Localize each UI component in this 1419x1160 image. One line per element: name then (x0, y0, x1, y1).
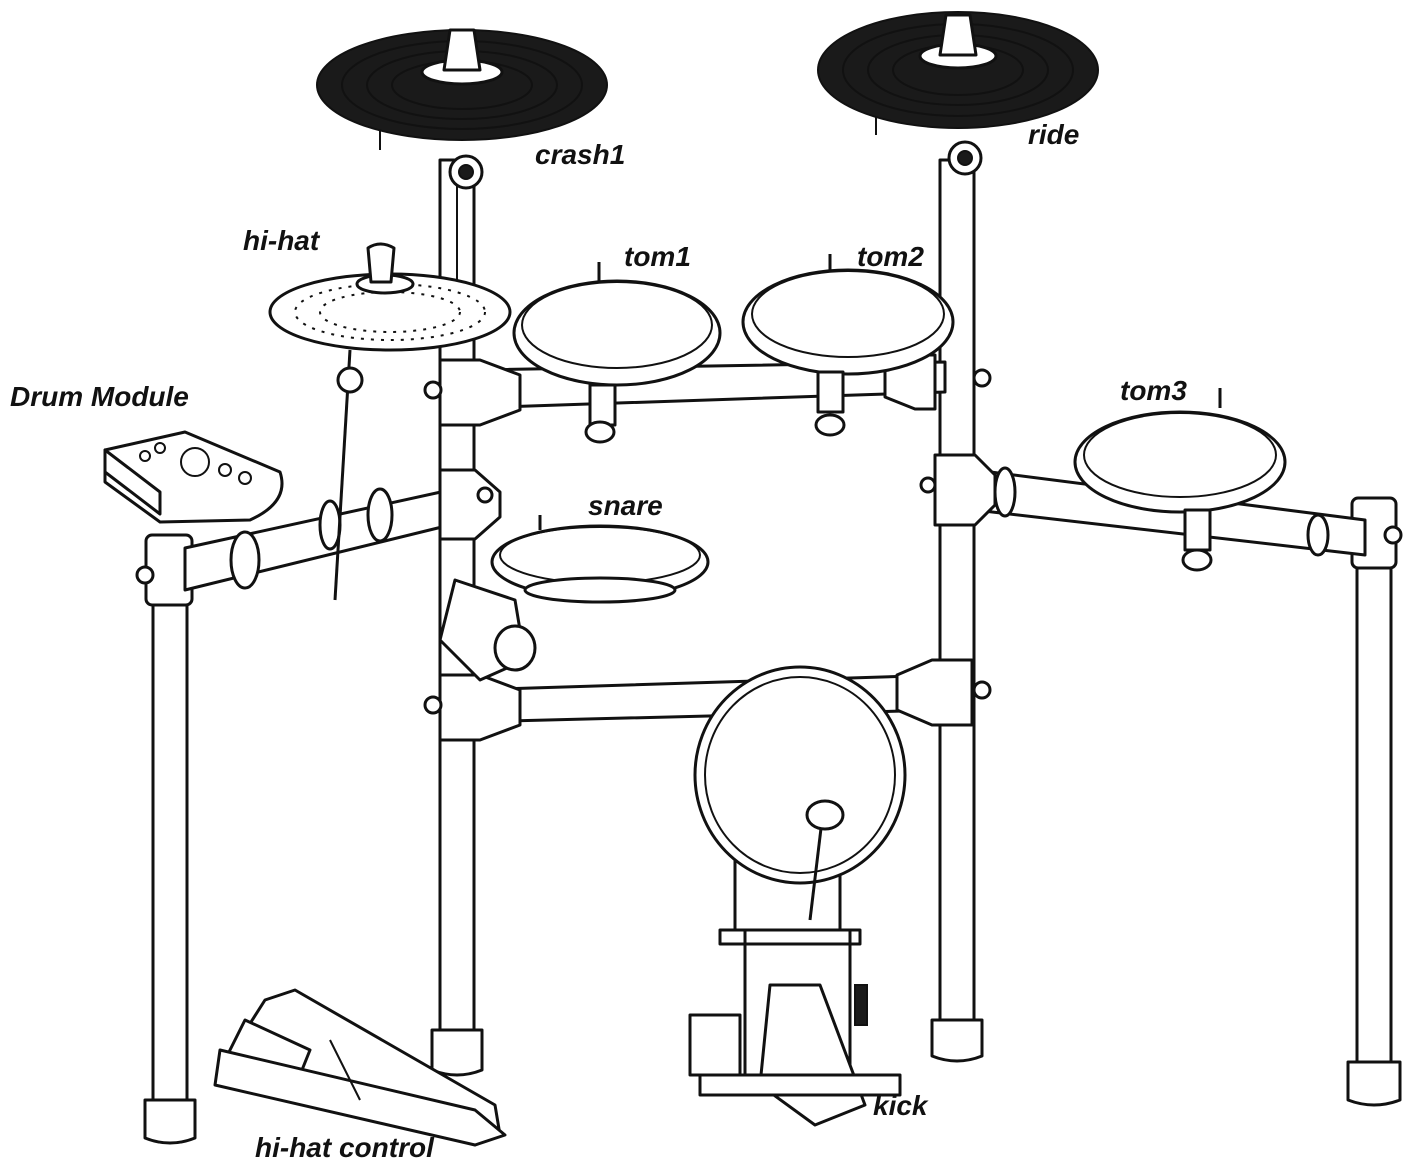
tom3-pad (1073, 388, 1287, 572)
hihat-control-pedal (213, 988, 507, 1147)
label-drum-module: Drum Module (10, 381, 189, 412)
label-hihat: hi-hat (243, 225, 321, 256)
snare-pad (438, 515, 710, 682)
right-main-post (930, 158, 984, 1063)
label-kick: kick (873, 1090, 929, 1121)
tom1-pad (512, 262, 722, 444)
label-tom1: tom1 (624, 241, 691, 272)
far-right-leg (1346, 496, 1403, 1107)
drum-module (103, 430, 284, 524)
kick-pad (693, 665, 907, 942)
label-tom3: tom3 (1120, 375, 1187, 406)
hihat-cymbal (268, 242, 512, 601)
crash1-cymbal (316, 28, 608, 190)
label-crash1: crash1 (535, 139, 625, 170)
label-tom2: tom2 (857, 241, 924, 272)
label-snare: snare (588, 490, 663, 521)
far-left-leg (135, 533, 197, 1145)
label-ride: ride (1028, 119, 1079, 150)
label-hihat-control: hi-hat control (255, 1132, 435, 1160)
kick-pedal (688, 799, 902, 1127)
left-side-arm (183, 468, 502, 592)
ride-cymbal (817, 11, 1099, 176)
tom2-pad (741, 254, 955, 437)
